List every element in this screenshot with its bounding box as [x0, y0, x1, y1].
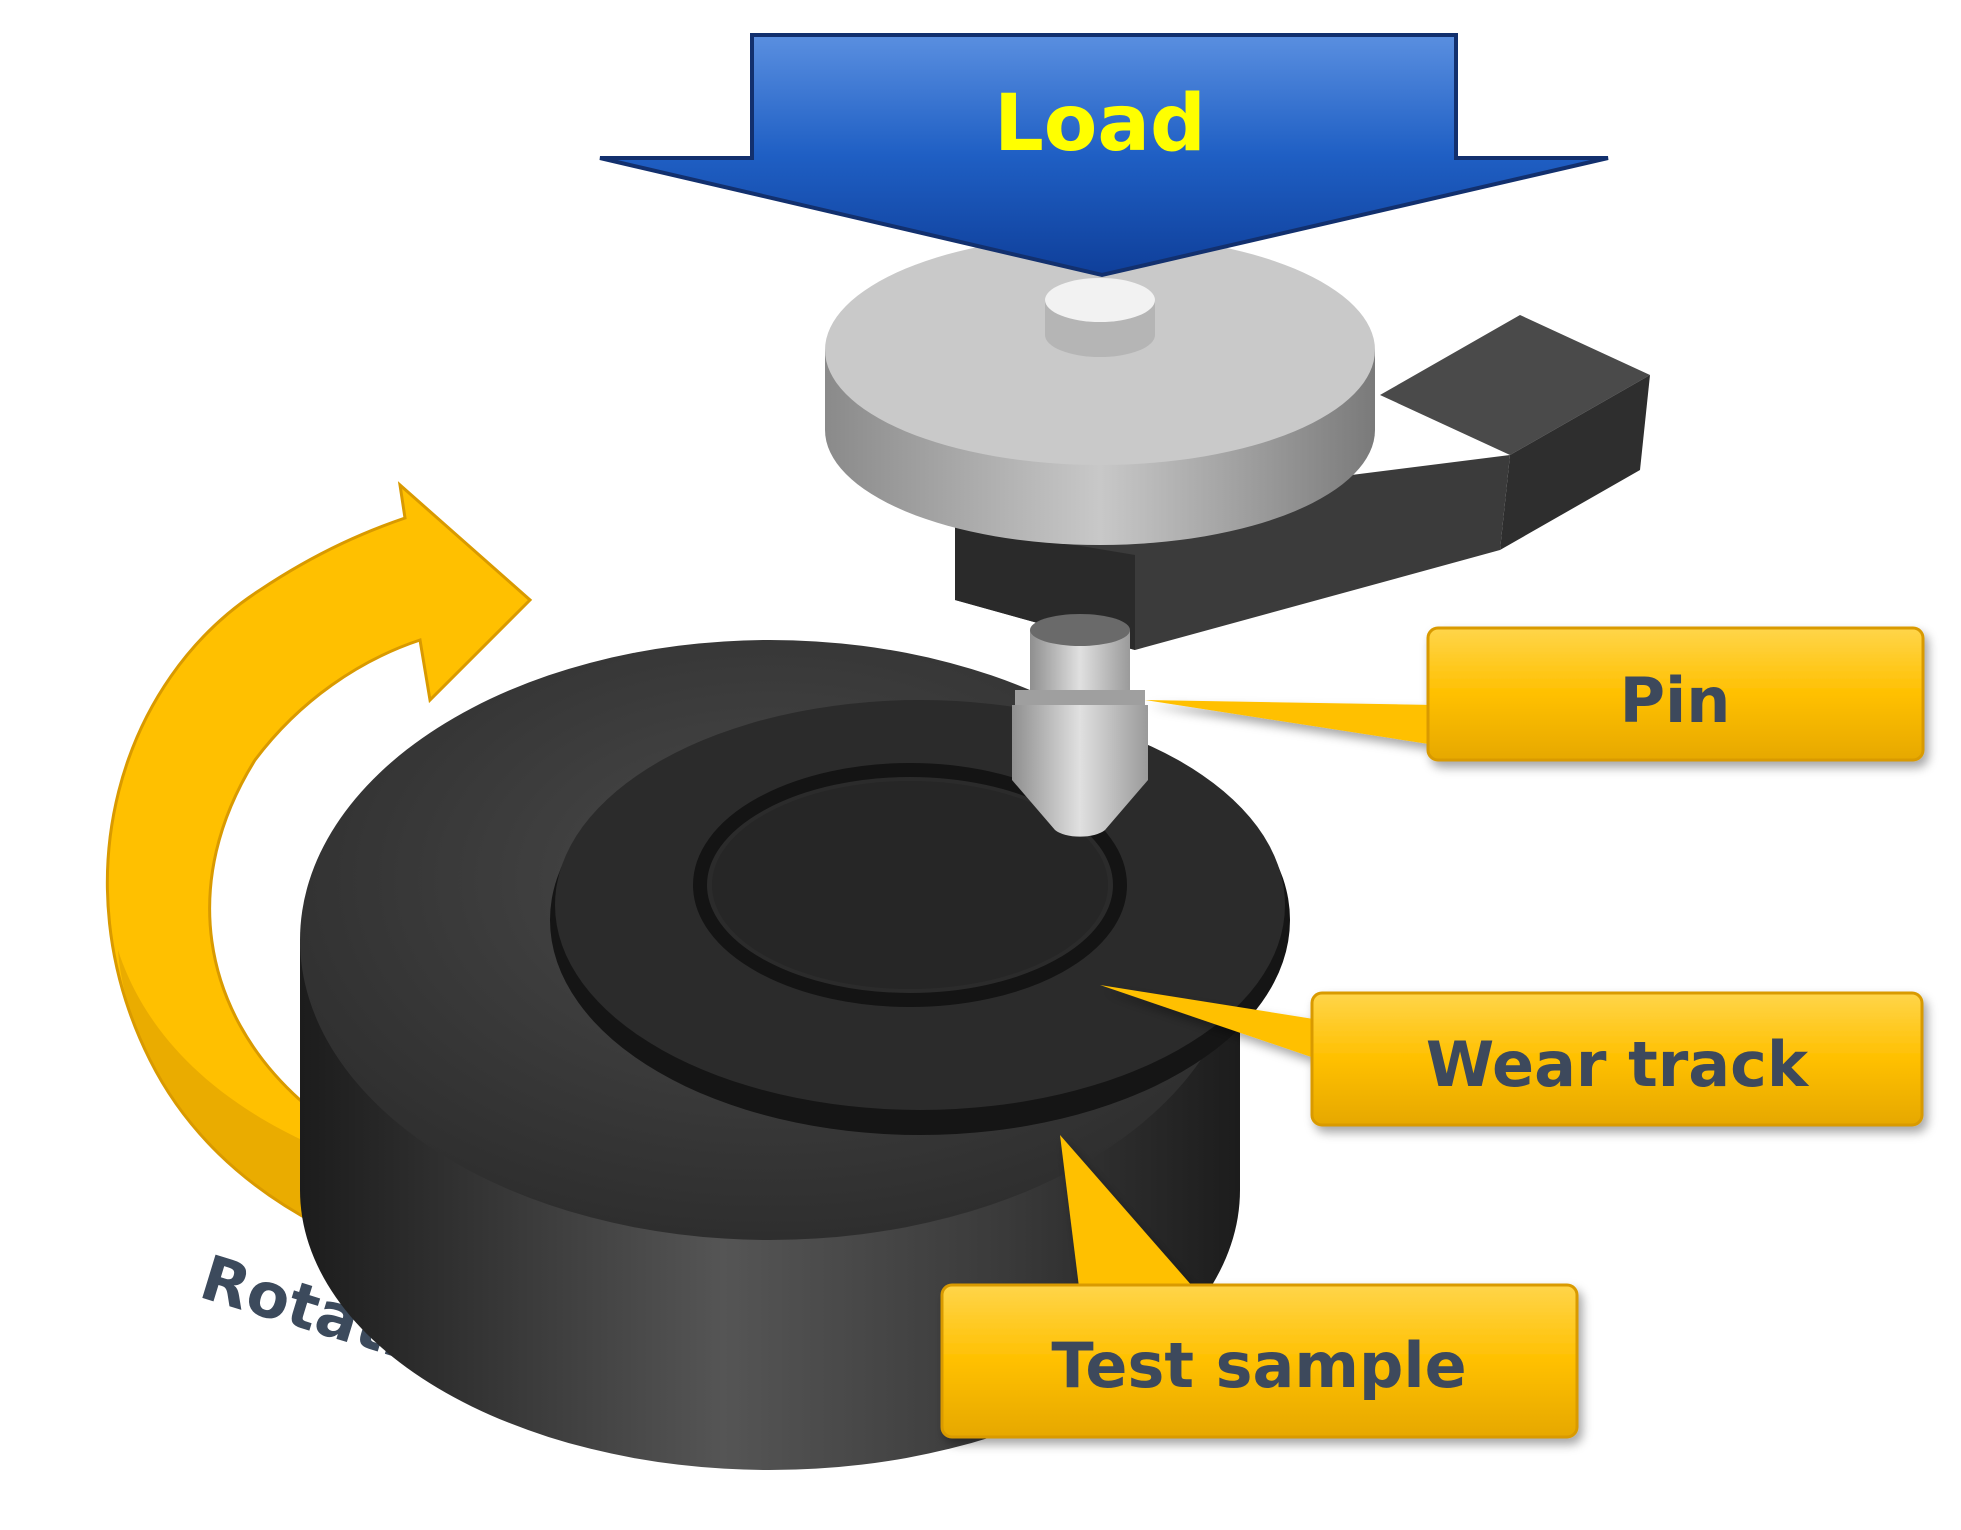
- callout-pin[interactable]: Pin: [1145, 626, 1925, 762]
- callout-test-sample-pointer: [1060, 1135, 1200, 1295]
- callout-pin-label: Pin: [1620, 664, 1731, 737]
- pin-tip: [1012, 705, 1148, 837]
- callout-test-sample-box: [940, 1283, 1579, 1439]
- wear-track-ring: [693, 763, 1127, 1007]
- pin: [1012, 614, 1148, 837]
- arm-top: [1380, 315, 1650, 455]
- arm-side: [1500, 375, 1650, 550]
- load-label: Load: [994, 79, 1206, 169]
- callout-pin-box: [1426, 626, 1925, 762]
- callout-test-sample[interactable]: Test sample: [940, 1135, 1579, 1439]
- callout-test-sample-label: Test sample: [1051, 1329, 1466, 1402]
- callout-wear-track-box: [1310, 991, 1924, 1127]
- callout-wear-track-pointer: [1100, 985, 1320, 1060]
- callout-pin-pointer: [1145, 700, 1435, 745]
- knob-top: [1045, 278, 1155, 322]
- pin-holder: [825, 235, 1650, 650]
- callout-wear-track[interactable]: Wear track: [1100, 985, 1924, 1127]
- callout-wear-track-label: Wear track: [1426, 1028, 1810, 1101]
- load-arrow: Load: [599, 33, 1609, 278]
- down-arrow-icon: [599, 33, 1609, 278]
- wear-track-inner: [712, 781, 1108, 989]
